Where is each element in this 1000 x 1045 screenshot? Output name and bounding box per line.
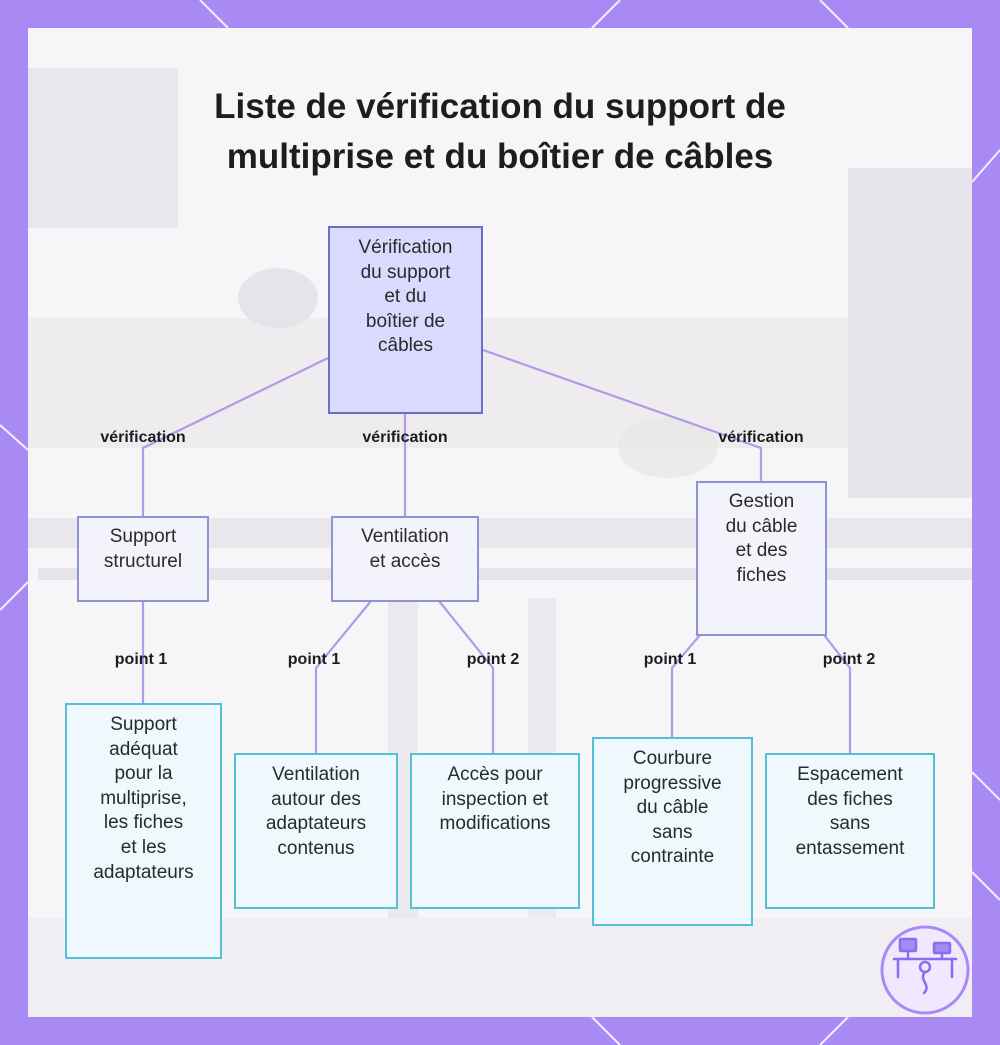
leaf-node-acces-inspection: Accès pour inspection et modifications <box>410 753 580 909</box>
edge-label-gestion-point-1: point 1 <box>644 651 696 669</box>
connector-root-gestion <box>483 350 761 481</box>
leaf-node-support-adequat: Support adéquat pour la multiprise, les … <box>65 703 222 959</box>
leaf-node-ventilation-adaptateurs: Ventilation autour des adaptateurs conte… <box>234 753 398 909</box>
edge-label-ventilation-point-2: point 2 <box>467 651 519 669</box>
leaf-node-espacement-fiches: Espacement des fiches sans entassement <box>765 753 935 909</box>
diagram-panel: Liste de vérification du support de mult… <box>28 28 972 1017</box>
edge-label-verification-right: vérification <box>718 429 803 447</box>
edge-label-ventilation-point-1: point 1 <box>288 651 340 669</box>
edge-label-gestion-point-2: point 2 <box>823 651 875 669</box>
connector-ventilation-p1 <box>316 601 371 753</box>
root-node-verification: Vérification du support et du boîtier de… <box>328 226 483 414</box>
branch-node-gestion-cable: Gestion du câble et des fiches <box>696 481 827 636</box>
branch-node-ventilation-acces: Ventilation et accès <box>331 516 479 602</box>
leaf-node-courbure-cable: Courbure progressive du câble sans contr… <box>592 737 753 926</box>
desk-network-icon <box>880 925 970 1015</box>
edge-label-verification-left: vérification <box>100 429 185 447</box>
connector-ventilation-p2 <box>439 601 493 753</box>
branch-node-support-structurel: Support structurel <box>77 516 209 602</box>
edge-label-support-point-1: point 1 <box>115 651 167 669</box>
edge-label-verification-center: vérification <box>362 429 447 447</box>
